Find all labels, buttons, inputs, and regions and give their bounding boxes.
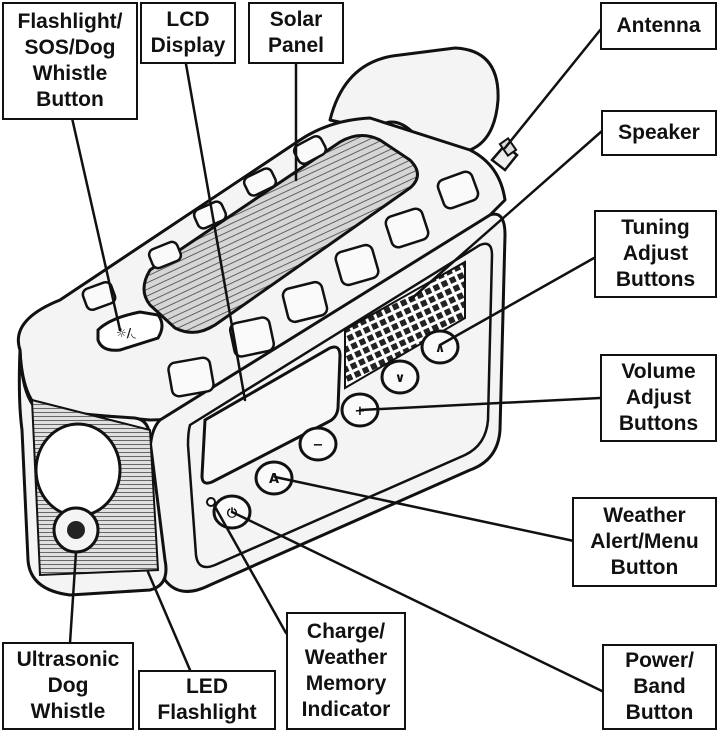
svg-text:∨: ∨ [395,371,406,386]
led-lens [34,422,122,518]
label-lcd-display: LCD Display [140,2,236,64]
leader-lines [68,27,606,694]
front-frame [186,242,494,569]
end-face-parts [30,398,160,577]
label-speaker: Speaker [601,110,717,156]
svg-text:A: A [269,472,279,487]
grip-pads [81,134,480,398]
label-speaker-text: Speaker [618,121,700,144]
label-tuning-buttons-text: Tuning Adjust Buttons [615,216,696,291]
svg-text:∧: ∧ [435,341,446,356]
label-lcd-display-text: LCD Display [150,8,226,57]
label-led-flashlight-text: LED Flashlight [157,675,257,724]
charge-indicator-led [206,497,216,507]
label-power-band-button: Power/ Band Button [602,644,717,730]
antenna-graphic [490,137,519,172]
svg-text:+: + [355,404,366,419]
label-dog-whistle-text: Ultrasonic Dog Whistle [16,648,120,723]
label-charge-indicator-text: Charge/ Weather Memory Indicator [301,620,391,721]
label-flashlight-button-text: Flashlight/ SOS/Dog Whistle Button [17,10,123,111]
label-solar-panel: Solar Panel [248,2,344,64]
label-flashlight-button: Flashlight/ SOS/Dog Whistle Button [2,2,138,120]
label-antenna: Antenna [600,2,717,50]
label-weather-alert-button: Weather Alert/Menu Button [572,497,717,587]
label-volume-buttons: Volume Adjust Buttons [600,354,717,442]
label-tuning-buttons: Tuning Adjust Buttons [594,210,717,298]
label-power-band-button-text: Power/ Band Button [625,649,694,724]
lcd-display-graphic [200,345,342,485]
solar-panel-graphic [142,134,419,334]
front-buttons [212,329,460,530]
label-dog-whistle: Ultrasonic Dog Whistle [2,642,134,730]
label-charge-indicator: Charge/ Weather Memory Indicator [286,612,406,730]
speaker-grille [344,260,466,390]
label-solar-panel-text: Solar Panel [267,8,325,57]
label-volume-buttons-text: Volume Adjust Buttons [618,360,699,435]
svg-text:−: − [313,438,324,453]
label-weather-alert-button-text: Weather Alert/Menu Button [590,504,699,579]
label-led-flashlight: LED Flashlight [138,670,276,730]
label-antenna-text: Antenna [616,14,701,37]
